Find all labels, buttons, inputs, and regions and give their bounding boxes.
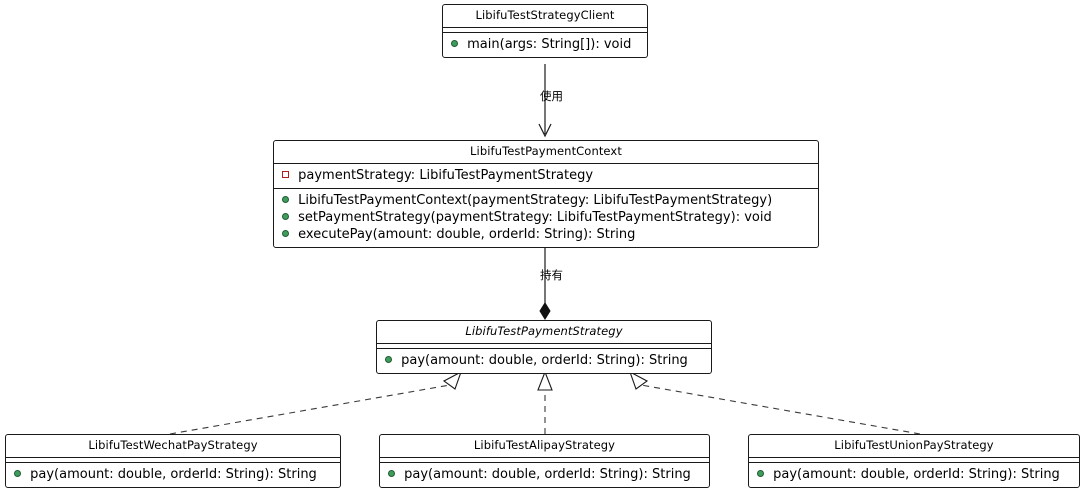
- method-signature: pay(amount: double, orderId: String): St…: [404, 467, 691, 482]
- member-row[interactable]: executePay(amount: double, orderId: Stri…: [280, 226, 812, 243]
- connector-wechat-realizes-strategy: [169, 370, 462, 435]
- connector-context-to-strategy: [539, 245, 551, 320]
- divider: [443, 32, 647, 33]
- method-signature: pay(amount: double, orderId: String): St…: [773, 467, 1060, 482]
- divider: [377, 343, 711, 344]
- private-visibility-icon: [282, 171, 289, 178]
- divider: [377, 348, 711, 349]
- divider: [380, 457, 709, 458]
- member-row[interactable]: paymentStrategy: LibifuTestPaymentStrate…: [280, 167, 812, 184]
- class-name-strategy: LibifuTestPaymentStrategy: [465, 324, 623, 338]
- public-visibility-icon: [451, 40, 458, 47]
- divider: [749, 457, 1079, 458]
- class-box-client[interactable]: LibifuTestStrategyClient main(args: Stri…: [442, 4, 648, 58]
- connector-alipay-realizes-strategy: [537, 370, 553, 434]
- member-row[interactable]: pay(amount: double, orderId: String): St…: [755, 466, 1073, 483]
- divider: [274, 188, 818, 189]
- edge-label-use: 使用: [540, 89, 563, 103]
- methods-compartment-unionpay: pay(amount: double, orderId: String): St…: [749, 463, 1079, 487]
- methods-compartment-context: LibifuTestPaymentContext(paymentStrategy…: [274, 189, 818, 247]
- fields-compartment-context: paymentStrategy: LibifuTestPaymentStrate…: [274, 164, 818, 188]
- class-box-wechat[interactable]: LibifuTestWechatPayStrategy pay(amount: …: [5, 434, 341, 488]
- methods-compartment-client: main(args: String[]): void: [443, 33, 647, 57]
- class-box-context[interactable]: LibifuTestPaymentContext paymentStrategy…: [273, 140, 819, 248]
- divider: [749, 462, 1079, 463]
- divider: [6, 457, 340, 458]
- class-name-wechat: LibifuTestWechatPayStrategy: [88, 438, 258, 452]
- member-row[interactable]: main(args: String[]): void: [449, 36, 641, 53]
- class-name-context: LibifuTestPaymentContext: [470, 144, 622, 158]
- field-signature: paymentStrategy: LibifuTestPaymentStrate…: [298, 168, 594, 183]
- public-visibility-icon: [388, 470, 395, 477]
- member-row[interactable]: LibifuTestPaymentContext(paymentStrategy…: [280, 192, 812, 209]
- member-row[interactable]: pay(amount: double, orderId: String): St…: [383, 352, 705, 369]
- method-signature: pay(amount: double, orderId: String): St…: [401, 353, 688, 368]
- methods-compartment-strategy: pay(amount: double, orderId: String): St…: [377, 349, 711, 373]
- member-row[interactable]: pay(amount: double, orderId: String): St…: [12, 466, 334, 483]
- method-signature: main(args: String[]): void: [467, 37, 632, 52]
- divider: [443, 27, 647, 28]
- method-signature: pay(amount: double, orderId: String): St…: [30, 467, 317, 482]
- edge-label-holds: 持有: [540, 268, 563, 282]
- member-row[interactable]: pay(amount: double, orderId: String): St…: [386, 466, 703, 483]
- connector-client-to-context: [538, 64, 552, 138]
- divider: [274, 163, 818, 164]
- method-signature: LibifuTestPaymentContext(paymentStrategy…: [298, 193, 773, 208]
- methods-compartment-alipay: pay(amount: double, orderId: String): St…: [380, 463, 709, 487]
- class-box-unionpay[interactable]: LibifuTestUnionPayStrategy pay(amount: d…: [748, 434, 1080, 488]
- public-visibility-icon: [282, 230, 289, 237]
- method-signature: executePay(amount: double, orderId: Stri…: [298, 227, 636, 242]
- member-row[interactable]: setPaymentStrategy(paymentStrategy: Libi…: [280, 209, 812, 226]
- public-visibility-icon: [282, 196, 289, 203]
- class-name-client: LibifuTestStrategyClient: [475, 8, 615, 22]
- class-name-alipay: LibifuTestAlipayStrategy: [473, 438, 616, 452]
- method-signature: setPaymentStrategy(paymentStrategy: Libi…: [298, 210, 772, 225]
- class-box-strategy[interactable]: LibifuTestPaymentStrategy pay(amount: do…: [376, 320, 712, 374]
- public-visibility-icon: [14, 470, 21, 477]
- divider: [380, 462, 709, 463]
- public-visibility-icon: [757, 470, 764, 477]
- connector-unionpay-realizes-strategy: [629, 370, 921, 435]
- class-name-unionpay: LibifuTestUnionPayStrategy: [834, 438, 994, 452]
- class-box-alipay[interactable]: LibifuTestAlipayStrategy pay(amount: dou…: [379, 434, 710, 488]
- public-visibility-icon: [385, 356, 392, 363]
- methods-compartment-wechat: pay(amount: double, orderId: String): St…: [6, 463, 340, 487]
- public-visibility-icon: [282, 213, 289, 220]
- divider: [6, 462, 340, 463]
